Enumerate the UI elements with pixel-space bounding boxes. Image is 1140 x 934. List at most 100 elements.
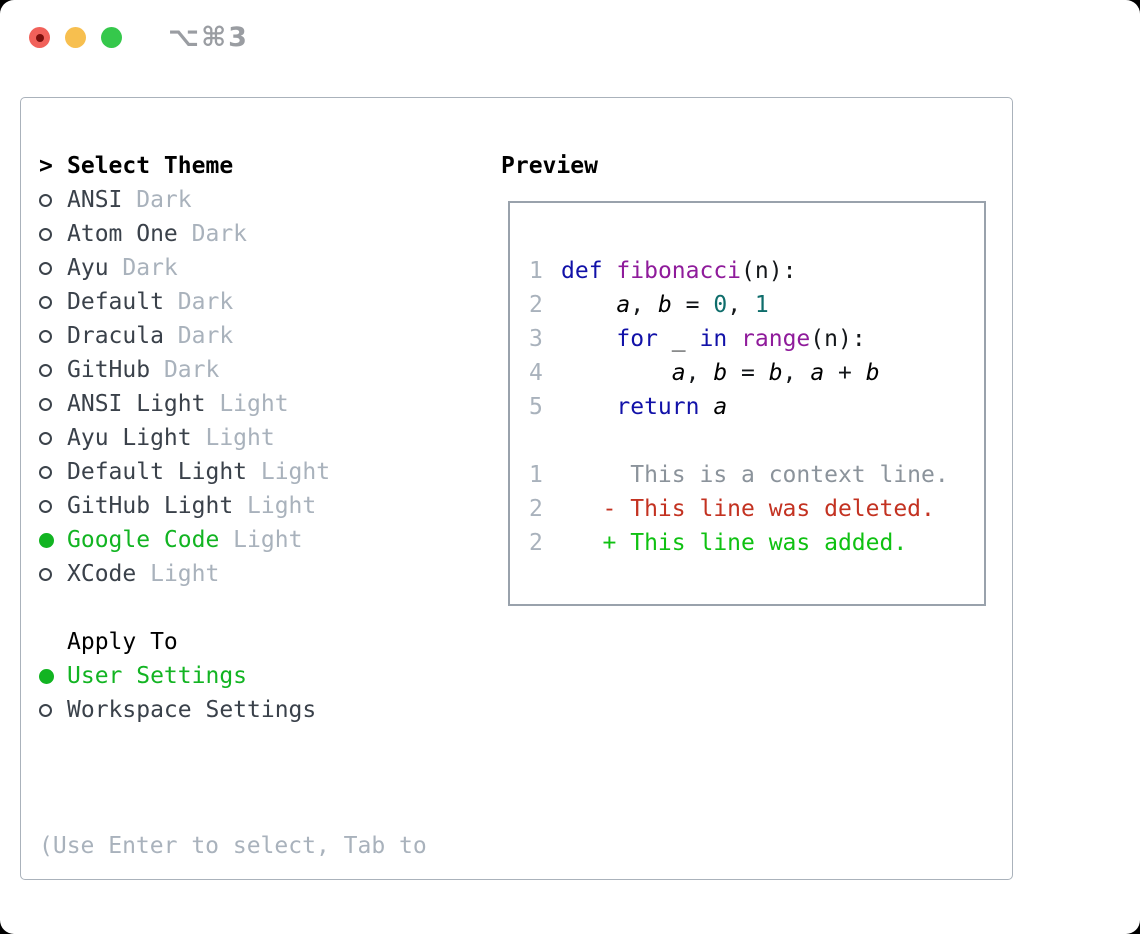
- theme-variant-label: Light: [247, 459, 331, 485]
- theme-name: Ayu Light: [67, 425, 192, 451]
- window-titlebar: ⌥⌘3: [0, 0, 1140, 75]
- apply-option-label: User Settings: [67, 663, 248, 689]
- theme-name: ANSI Light: [67, 391, 206, 417]
- theme-option-xcode[interactable]: XCode Light: [39, 557, 427, 591]
- token-pl: =: [727, 360, 769, 386]
- radio-unselected-icon: [39, 329, 52, 343]
- radio-cell: [39, 363, 67, 377]
- token-kw: for: [616, 326, 658, 352]
- code-line: 3 for _ in range(n):: [529, 322, 984, 356]
- token-pl: (n):: [741, 258, 797, 284]
- theme-option-ansi-light[interactable]: ANSI Light Light: [39, 387, 427, 421]
- window-title: ⌥⌘3: [168, 22, 249, 53]
- theme-name: ANSI: [67, 187, 123, 213]
- token-pl: _: [657, 326, 700, 352]
- diff-text: This is a context line.: [561, 462, 949, 488]
- select-theme-title: Select Theme: [67, 153, 234, 179]
- diff-line-context: 1 This is a context line.: [529, 458, 984, 492]
- line-number: 2: [529, 292, 543, 318]
- theme-name: Atom One: [67, 221, 178, 247]
- theme-variant-label: Dark: [150, 357, 220, 383]
- theme-option-dracula[interactable]: Dracula Dark: [39, 319, 427, 353]
- radio-cell: [39, 329, 67, 343]
- zoom-button[interactable]: [101, 27, 122, 48]
- line-number: 1: [529, 462, 543, 488]
- theme-option-google-code[interactable]: Google Code Light: [39, 523, 427, 557]
- token-pl: ,: [782, 360, 811, 386]
- radio-unselected-icon: [39, 431, 52, 445]
- theme-variant-label: Light: [205, 391, 289, 417]
- theme-option-atom-one[interactable]: Atom One Dark: [39, 217, 427, 251]
- theme-variant-label: Dark: [163, 289, 234, 315]
- radio-unselected-icon: [39, 465, 52, 479]
- close-button[interactable]: [29, 27, 50, 48]
- token-pl: [699, 394, 713, 420]
- token-pl: [561, 292, 616, 318]
- apply-option-user-settings[interactable]: User Settings: [39, 659, 427, 693]
- diff-line-deleted: 2 - This line was deleted.: [529, 492, 984, 526]
- theme-variant-label: Light: [136, 561, 220, 587]
- radio-cell: [39, 465, 67, 479]
- preview-header: Preview: [501, 153, 598, 179]
- token-var: a: [616, 292, 631, 318]
- theme-option-default[interactable]: Default Dark: [39, 285, 427, 319]
- traffic-light-buttons: [29, 27, 122, 48]
- apply-option-label: Workspace Settings: [67, 697, 317, 723]
- radio-unselected-icon: [39, 703, 52, 717]
- theme-option-ayu[interactable]: Ayu Dark: [39, 251, 427, 285]
- token-var: b: [865, 360, 880, 386]
- theme-option-default-light[interactable]: Default Light Light: [39, 455, 427, 489]
- theme-variant-label: Dark: [177, 221, 248, 247]
- theme-variant-label: Light: [191, 425, 275, 451]
- apply-option-workspace-settings[interactable]: Workspace Settings: [39, 693, 427, 727]
- theme-option-github[interactable]: GitHub Dark: [39, 353, 427, 387]
- radio-cell: [39, 193, 67, 207]
- code-text: for _ in range(n):: [561, 326, 866, 352]
- code-text: return a: [561, 394, 727, 420]
- theme-name: GitHub: [67, 357, 151, 383]
- spacer: [529, 424, 984, 458]
- token-fn: fibonacci: [616, 258, 742, 284]
- token-pl: [561, 360, 672, 386]
- radio-cell: [39, 431, 67, 445]
- radio-cell: [39, 295, 67, 309]
- radio-unselected-icon: [39, 363, 52, 377]
- token-pl: ,: [630, 292, 658, 318]
- diff-line-added: 2 + This line was added.: [529, 526, 984, 560]
- theme-variant-label: Dark: [122, 187, 192, 213]
- token-var: b: [768, 360, 783, 386]
- radio-cell: [39, 261, 67, 275]
- theme-option-ansi[interactable]: ANSI Dark: [39, 183, 427, 217]
- spacer: [39, 727, 427, 761]
- record-dot-icon: [35, 33, 44, 42]
- theme-variant-label: Dark: [108, 255, 178, 281]
- theme-name: Google Code: [67, 527, 220, 553]
- theme-option-ayu-light[interactable]: Ayu Light Light: [39, 421, 427, 455]
- diff-text: - This line was deleted.: [561, 496, 935, 522]
- theme-name: GitHub Light: [67, 493, 234, 519]
- code-line: 4 a, b = b, a + b: [529, 356, 984, 390]
- token-var: b: [657, 292, 672, 318]
- token-fn: range: [741, 326, 811, 352]
- radio-unselected-icon: [39, 227, 52, 241]
- radio-selected-icon: [39, 668, 54, 684]
- radio-unselected-icon: [39, 499, 52, 513]
- apply-to-header-row: Apply To: [39, 625, 427, 659]
- radio-selected-icon: [39, 532, 54, 548]
- token-pl: (n):: [810, 326, 866, 352]
- minimize-button[interactable]: [65, 27, 86, 48]
- token-kw: in: [699, 326, 728, 352]
- diff-text: + This line was added.: [561, 530, 908, 556]
- theme-name: Default: [67, 289, 164, 315]
- diff-block: 1 This is a context line.2 - This line w…: [529, 458, 984, 560]
- theme-option-github-light[interactable]: GitHub Light Light: [39, 489, 427, 523]
- radio-cell: [39, 668, 67, 684]
- radio-cell: [39, 227, 67, 241]
- radio-cell: [39, 532, 67, 548]
- code-text: a, b = b, a + b: [561, 360, 880, 386]
- radio-unselected-icon: [39, 295, 52, 309]
- token-pl: [727, 326, 741, 352]
